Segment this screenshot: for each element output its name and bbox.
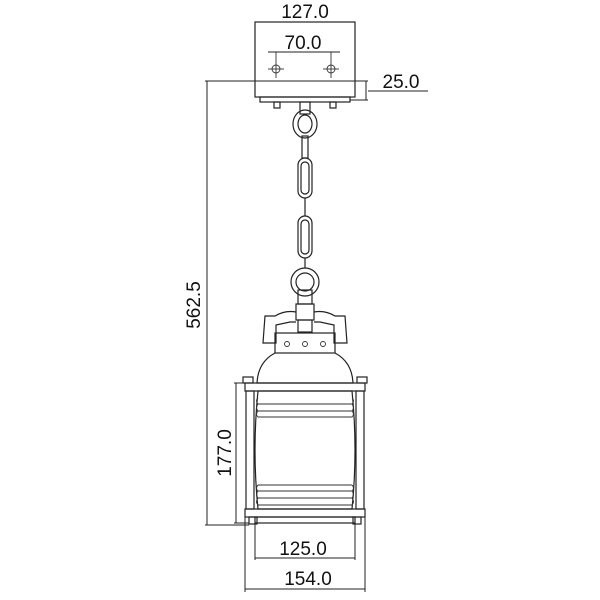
dim-base-width: 125.0 [254, 523, 356, 560]
lantern-top [256, 289, 354, 384]
dim-label-canopy-width: 127.0 [281, 2, 329, 23]
chain [290, 109, 320, 297]
dim-body-height: 177.0 [215, 382, 249, 524]
dim-label-overall-height: 562.5 [184, 281, 205, 329]
lantern-body [242, 376, 368, 525]
dim-canopy-depth: 25.0 [205, 72, 428, 101]
dim-overall-width: 154.0 [244, 517, 366, 592]
dim-canopy-width: 127.0 [255, 2, 355, 23]
dim-label-hole-spacing: 70.0 [285, 33, 322, 54]
dim-label-overall-width: 154.0 [284, 569, 332, 590]
dim-label-base-width: 125.0 [279, 539, 327, 560]
dim-hole-spacing: 70.0 [268, 33, 340, 54]
dim-overall-height: 562.5 [184, 81, 249, 526]
dim-label-canopy-depth: 25.0 [383, 72, 420, 93]
dim-label-body-height: 177.0 [215, 429, 236, 477]
mount-hole-icon [268, 52, 284, 78]
mount-hole-icon [323, 52, 339, 78]
